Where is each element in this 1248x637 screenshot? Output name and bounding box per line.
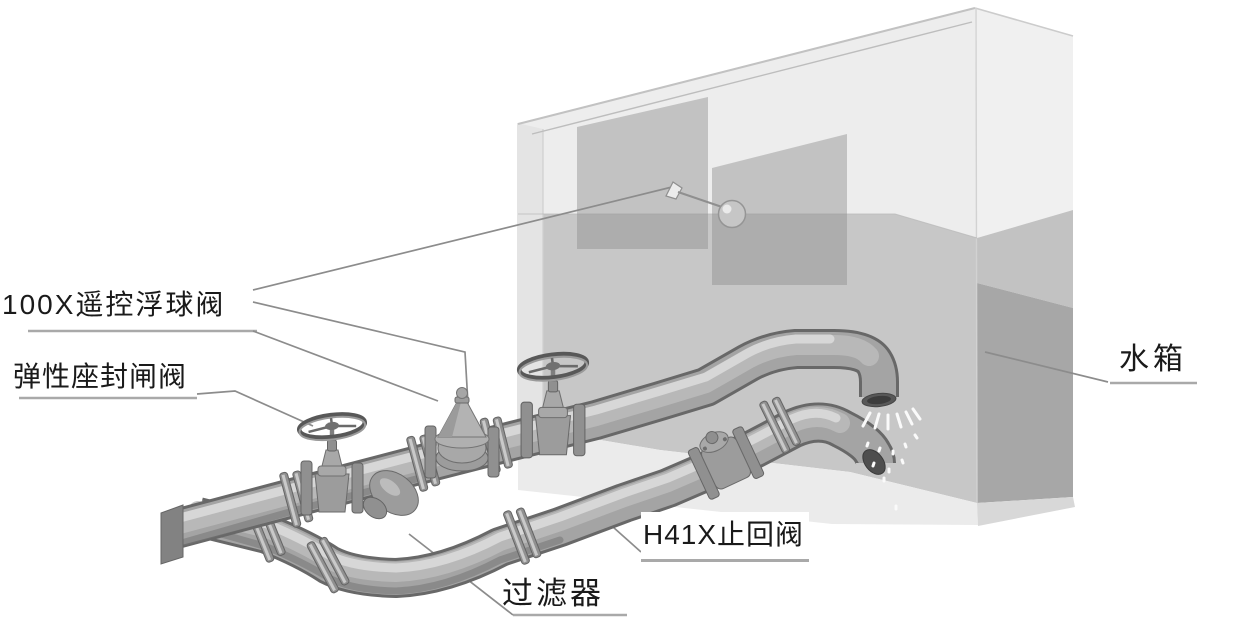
tank-waterline bbox=[518, 213, 978, 239]
main-supply-pipe bbox=[160, 329, 899, 565]
float-linkage bbox=[677, 191, 723, 208]
pipe-outlet-bore bbox=[867, 395, 891, 405]
tank-front-rim bbox=[517, 7, 976, 125]
tank-back-rim bbox=[531, 21, 973, 135]
leader-main-valve-left bbox=[252, 330, 439, 402]
leader-float-pilot bbox=[252, 186, 673, 291]
inspection-panel-left bbox=[577, 97, 708, 249]
label-strainer: 过滤器 bbox=[502, 576, 604, 611]
pipe-inlet bbox=[160, 504, 184, 565]
tank-top-right-edge bbox=[974, 7, 1074, 37]
float-arm bbox=[665, 181, 683, 200]
tank-right-face-shade bbox=[977, 283, 1073, 503]
tank-left-wall bbox=[517, 123, 543, 447]
leader-water-tank bbox=[984, 351, 1109, 383]
tank-right-face bbox=[975, 8, 1073, 238]
label-gate-valve: 弹性座封闸阀 bbox=[13, 361, 188, 392]
inspection-panel-right bbox=[712, 134, 847, 285]
float-ball bbox=[717, 199, 747, 229]
leader-gate-valve bbox=[196, 390, 314, 427]
water-spray bbox=[861, 407, 922, 511]
tank-right-base bbox=[977, 497, 1075, 526]
label-remote-float-valve: 100X遥控浮球阀 bbox=[2, 289, 226, 320]
label-check-valve: H41X止回阀 bbox=[641, 512, 810, 562]
float-ball-highlight bbox=[722, 204, 732, 214]
tank-front-face bbox=[518, 8, 977, 238]
label-water-tank: 水箱 bbox=[1119, 343, 1187, 376]
leader-main-valve-right bbox=[252, 301, 469, 405]
tank-corner-edge bbox=[975, 7, 978, 504]
annotation-lines bbox=[19, 186, 1197, 617]
gate-valve-left bbox=[298, 411, 366, 515]
float-pilot bbox=[665, 181, 747, 229]
tank-right-face-waterline bbox=[977, 210, 1073, 308]
